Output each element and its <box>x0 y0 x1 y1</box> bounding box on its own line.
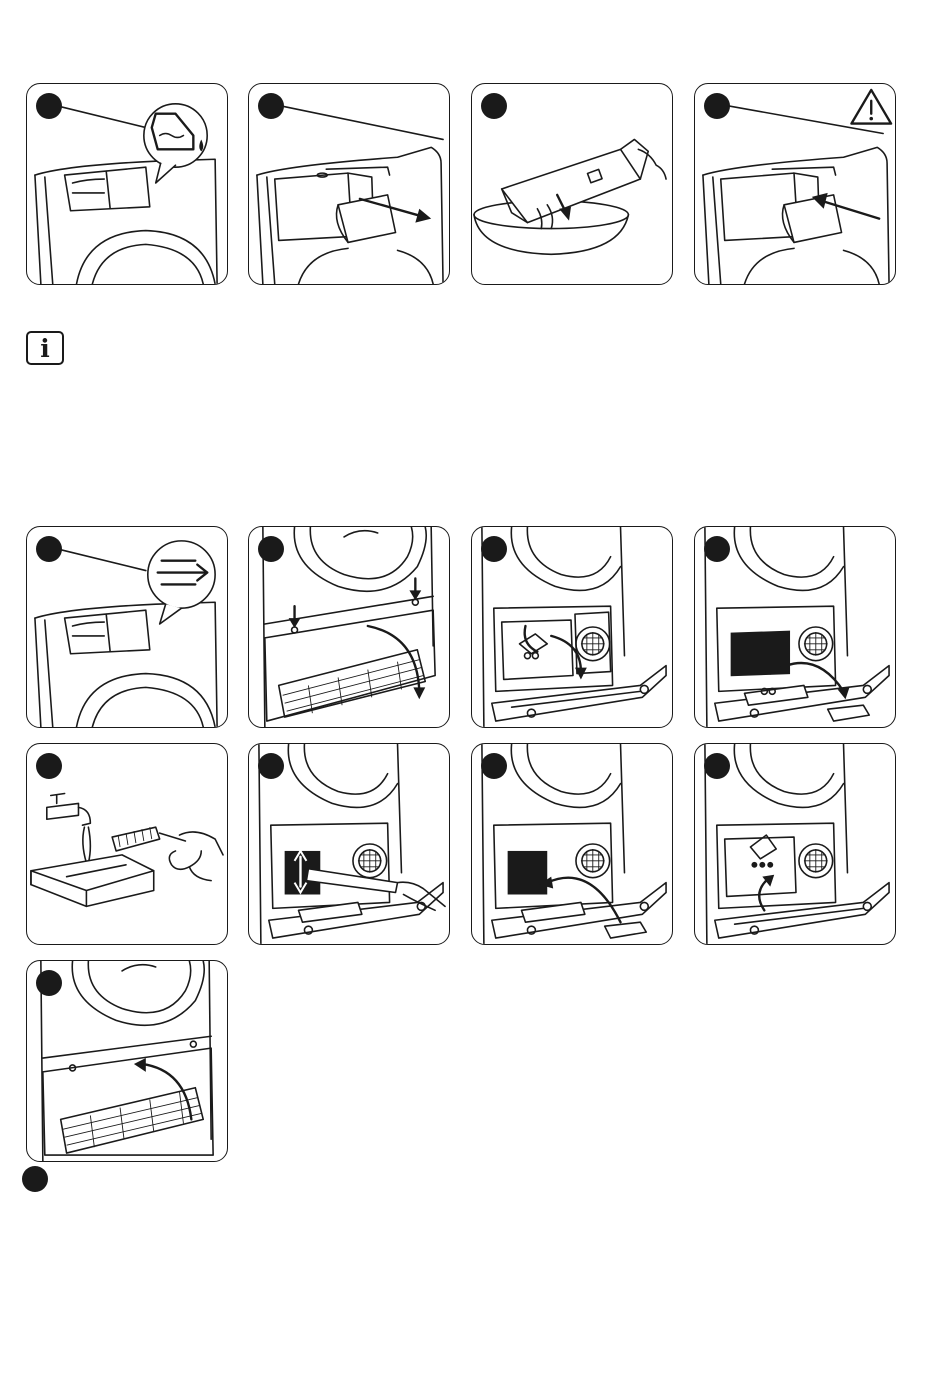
info-icon: i <box>26 331 64 365</box>
step-marker-14 <box>22 1166 48 1192</box>
step-marker-7 <box>481 536 507 562</box>
step-marker-6 <box>258 536 284 562</box>
step-marker-4 <box>704 93 730 119</box>
step-marker-10 <box>258 753 284 779</box>
step-marker-11 <box>481 753 507 779</box>
step-marker-3 <box>481 93 507 119</box>
step-marker-5 <box>36 536 62 562</box>
step-marker-1 <box>36 93 62 119</box>
step-marker-9 <box>36 753 62 779</box>
step-marker-2 <box>258 93 284 119</box>
step-marker-8 <box>704 536 730 562</box>
step-marker-12 <box>704 753 730 779</box>
step-marker-13 <box>36 970 62 996</box>
info-glyph: i <box>40 336 50 361</box>
